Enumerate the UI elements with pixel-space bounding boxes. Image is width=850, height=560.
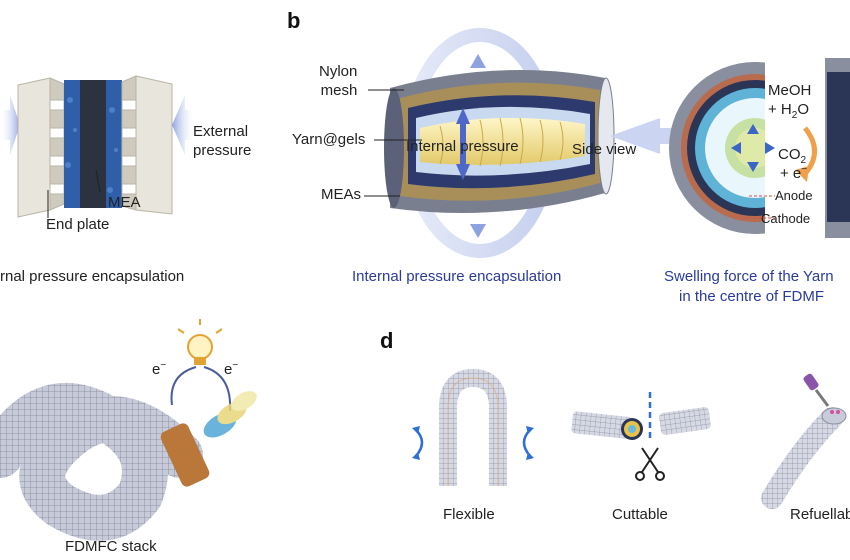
- electron-label: + e−: [780, 164, 807, 182]
- panel-b-caption: Internal pressure encapsulation: [352, 268, 562, 285]
- left-arrow: [0, 95, 20, 155]
- panel-d-letter: d: [380, 328, 394, 353]
- side-view-arrow: [610, 118, 680, 154]
- meoh-label: MeOH: [768, 82, 812, 99]
- cathode-label: Cathode: [761, 211, 811, 226]
- h2o-prefix: + H: [768, 101, 792, 118]
- co2-label: CO2: [778, 146, 806, 166]
- co2-prefix: CO: [778, 146, 801, 163]
- co2-subscript: 2: [800, 155, 807, 166]
- nylon-mesh-label: Nylon mesh: [319, 62, 357, 100]
- pressure-line: pressure: [193, 142, 252, 159]
- stack-diagram-a: [0, 75, 195, 218]
- mea-label: MEA: [108, 194, 141, 211]
- light-bulb: [187, 334, 213, 360]
- panel-b-letter: b: [287, 8, 301, 33]
- side-view-label: Side view: [572, 141, 637, 158]
- fiber-diagram-b: [364, 28, 680, 258]
- cuttable-label: Cuttable: [612, 506, 668, 523]
- electron-right-sup: −: [232, 360, 239, 371]
- electron-left-text: e: [152, 361, 161, 378]
- right-arrow: [172, 95, 195, 155]
- fdmfc-stack-diagram: [0, 319, 257, 541]
- flexible-label: Flexible: [443, 506, 495, 523]
- cross-section-diagram: [669, 58, 850, 238]
- external-line: External: [193, 123, 249, 140]
- scissors-icon: [635, 447, 665, 481]
- dropper-icon: [803, 373, 840, 414]
- electron-right-text: e: [224, 361, 233, 378]
- electron-superscript: −: [801, 164, 808, 175]
- meas-label: MEAs: [321, 186, 362, 203]
- swelling-caption-line2: in the centre of FDMF: [679, 288, 825, 305]
- nylon-line: Nylon: [319, 63, 358, 80]
- panel-a-caption: rnal pressure encapsulation: [0, 268, 185, 285]
- fdmfc-stack-label: FDMFC stack: [65, 538, 157, 555]
- cuttable-fiber: [571, 392, 711, 481]
- electron-left: e−: [152, 360, 166, 378]
- end-plate-label: End plate: [46, 216, 110, 233]
- electron-left-sup: −: [160, 360, 167, 371]
- flexible-fiber: [412, 368, 534, 486]
- swelling-caption-line1: Swelling force of the Yarn: [664, 268, 834, 285]
- yarn-gels-label: Yarn@gels: [292, 131, 366, 148]
- anode-label: Anode: [775, 188, 813, 203]
- h2o-label: + H2O: [768, 101, 809, 121]
- electron-right: e−: [224, 360, 238, 378]
- external-pressure-label: External pressure: [193, 122, 251, 160]
- internal-pressure-label: Internal pressure: [406, 138, 519, 155]
- refuellable-label: Refuellab: [790, 506, 850, 523]
- refuellable-fiber: [761, 373, 847, 509]
- internal-pressure-arrow: [456, 108, 470, 180]
- h2o-subscript: 2: [791, 110, 798, 121]
- mesh-line: mesh: [320, 82, 358, 99]
- electron-text: + e: [780, 165, 802, 182]
- h2o-suffix: O: [797, 101, 809, 118]
